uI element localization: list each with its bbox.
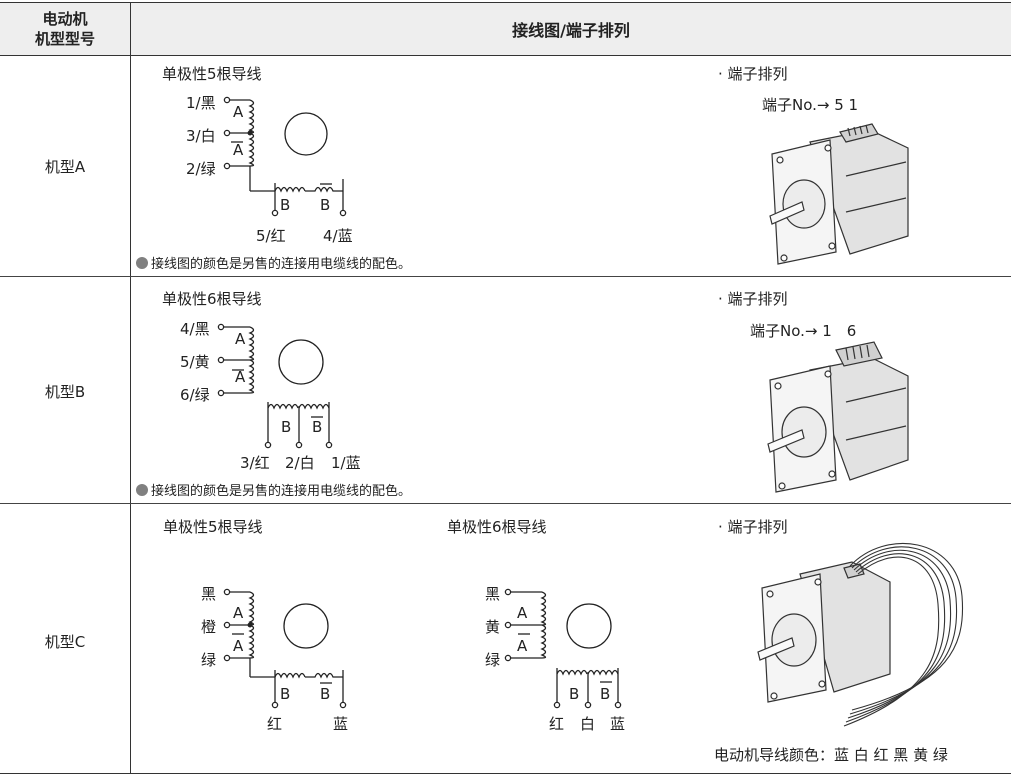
phase-bbar-label: B xyxy=(600,685,611,703)
phase-b-label: B xyxy=(569,685,580,703)
phase-a-label: A xyxy=(235,330,246,348)
row-divider-2 xyxy=(0,503,1011,504)
coil-b xyxy=(556,669,619,676)
lead-label: 6/绿 xyxy=(180,386,210,404)
rotor-circle xyxy=(278,339,324,385)
stepper-motor-image-a xyxy=(769,123,909,265)
wiring-diagram-b xyxy=(217,323,333,449)
model-b-label: 机型B xyxy=(44,383,86,401)
table-bottom-border xyxy=(0,773,1011,774)
header-diagram-cell: 接线图/端子排列 xyxy=(512,21,630,40)
stepper-motor-image-c xyxy=(757,543,964,727)
lead-label: 黑 xyxy=(201,585,217,603)
row-b-terminal-title: · 端子排列 xyxy=(718,290,788,308)
lead-label: 4/蓝 xyxy=(323,227,353,245)
row-c-diagram-title-6: 单极性6根导线 xyxy=(447,518,547,536)
coil-b xyxy=(267,403,330,410)
row-b-note: 接线图的颜色是另售的连接用电缆线的配色。 xyxy=(136,480,411,499)
coil-a xyxy=(248,591,255,659)
wiring-diagram-c-5lead xyxy=(223,588,347,709)
lead-label: 3/白 xyxy=(186,127,216,145)
lead-label: 绿 xyxy=(201,651,217,669)
lead-label: 4/黑 xyxy=(180,320,210,338)
phase-bbar-label: B xyxy=(320,685,331,703)
phase-abar-label: A xyxy=(233,141,244,159)
row-b-diagram-title: 单极性6根导线 xyxy=(162,290,262,308)
row-divider-1 xyxy=(0,276,1011,277)
lead-label: 蓝 xyxy=(333,715,349,733)
terminal-dot xyxy=(223,129,231,137)
row-b-terminal-number: 端子No.→ 1 6 xyxy=(750,322,857,340)
wiring-diagram-a xyxy=(223,96,347,217)
phase-a-label: A xyxy=(233,604,244,622)
lead-label: 2/白 xyxy=(285,454,315,472)
phase-abar-label: A xyxy=(235,368,246,386)
lead-colors-text: 电动机导线颜色：蓝 白 红 黑 黄 绿 xyxy=(714,746,948,764)
row-a-diagram-title: 单极性5根导线 xyxy=(162,65,262,83)
lead-label: 黑 xyxy=(485,585,501,603)
terminal-dot xyxy=(223,162,231,170)
phase-a-label: A xyxy=(517,604,528,622)
coil-b xyxy=(274,672,343,679)
header-model-line2: 机型型号 xyxy=(34,30,95,48)
rotor-circle xyxy=(284,112,328,156)
bullet-icon xyxy=(136,484,148,496)
row-a-note: 接线图的颜色是另售的连接用电缆线的配色。 xyxy=(136,253,411,272)
lead-label: 5/黄 xyxy=(180,353,210,371)
phase-a-label: A xyxy=(233,103,244,121)
phase-abar-label: A xyxy=(517,637,528,655)
phase-bbar-label: B xyxy=(320,196,331,214)
rotor-circle xyxy=(566,603,612,649)
lead-label: 红 xyxy=(549,715,565,733)
lead-label: 红 xyxy=(267,715,283,733)
phase-b-label: B xyxy=(280,196,291,214)
phase-bbar-label: B xyxy=(312,418,323,436)
lead-label: 橙 xyxy=(201,618,217,636)
model-c-label: 机型C xyxy=(44,633,86,651)
lead-label: 白 xyxy=(580,715,596,733)
lead-label: 3/红 xyxy=(240,454,270,472)
model-a-label: 机型A xyxy=(44,158,86,176)
coil-a xyxy=(540,591,547,659)
coil-a xyxy=(248,99,255,167)
phase-b-label: B xyxy=(280,685,291,703)
lead-label: 绿 xyxy=(485,651,501,669)
row-a-terminal-number: 端子No.→ 5 1 xyxy=(762,96,859,114)
header-model-cell: 电动机 机型型号 xyxy=(0,3,130,55)
row-c-terminal-title: · 端子排列 xyxy=(718,518,788,536)
lead-label: 5/红 xyxy=(256,227,286,245)
phase-abar-label: A xyxy=(233,637,244,655)
coil-a xyxy=(248,326,255,394)
row-a-terminal-title: · 端子排列 xyxy=(718,65,788,83)
header-model-line1: 电动机 xyxy=(42,10,88,28)
coil-b xyxy=(274,186,343,193)
table-header: 电动机 机型型号 接线图/端子排列 xyxy=(0,2,1011,56)
stepper-motor-image-b xyxy=(767,341,909,493)
phase-b-label: B xyxy=(281,418,292,436)
column-divider xyxy=(130,2,131,774)
lead-label: 黄 xyxy=(485,618,501,636)
lead-label: 2/绿 xyxy=(186,160,216,178)
rotor-circle xyxy=(283,603,329,649)
lead-label: 蓝 xyxy=(610,715,626,733)
lead-label: 1/蓝 xyxy=(331,454,361,472)
row-c-diagram-title-5: 单极性5根导线 xyxy=(163,518,263,536)
bullet-icon xyxy=(136,257,148,269)
wiring-diagram-c-6lead xyxy=(504,588,622,709)
lead-label: 1/黑 xyxy=(186,94,216,112)
terminal-dot xyxy=(223,96,231,104)
